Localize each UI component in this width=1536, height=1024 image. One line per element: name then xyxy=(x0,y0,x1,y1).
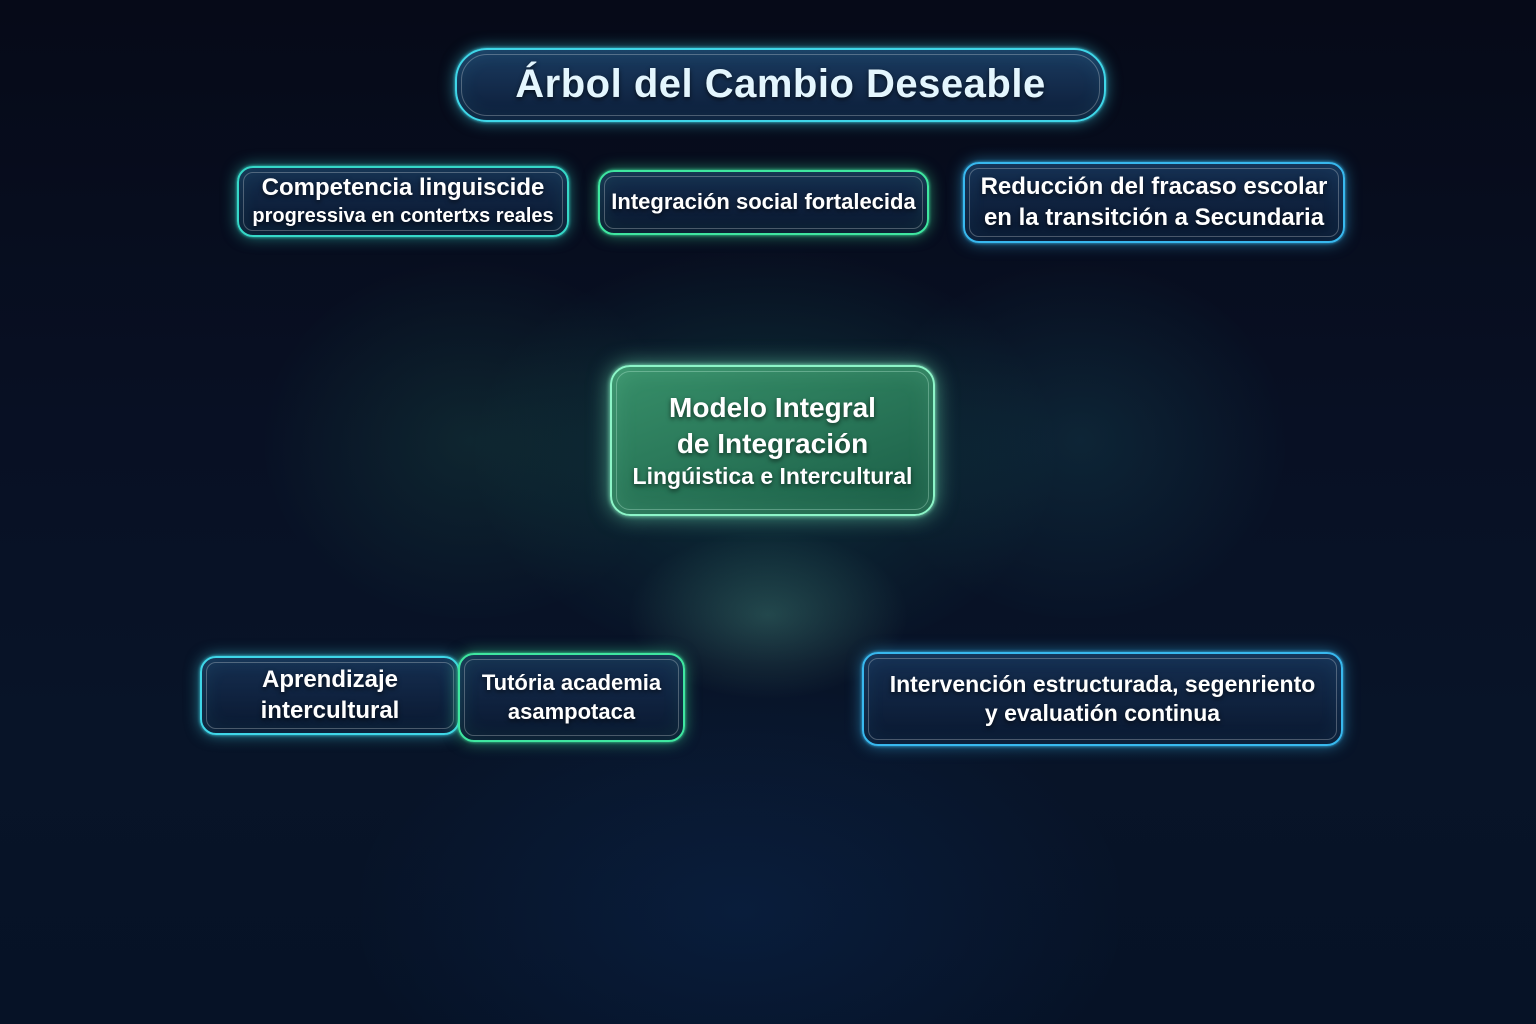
strategy-line: asampotaca xyxy=(507,698,636,724)
strategy-box-intervencion: Intervención estructurada, segenriento y… xyxy=(862,652,1343,746)
core-line: Modelo Integral xyxy=(669,391,876,423)
strategy-line: Tutória academia xyxy=(481,670,662,696)
title-text: Árbol del Cambio Deseable xyxy=(515,62,1046,107)
outcome-line: Competencia linguiscide xyxy=(261,174,545,202)
outcome-box-integracion: Integración social fortalecida xyxy=(598,170,929,235)
outcome-box-reduccion: Reducción del fracaso escolar en la tran… xyxy=(963,162,1345,243)
page-title: Árbol del Cambio Deseable xyxy=(455,48,1106,122)
outcome-box-competencia: Competencia linguiscide progressiva en c… xyxy=(237,166,569,237)
strategy-line: Aprendizaje xyxy=(261,665,399,693)
strategy-box-tutoria: Tutória academia asampotaca xyxy=(458,653,685,742)
strategy-line: Intervención estructurada, segenriento xyxy=(889,670,1316,697)
outcome-line: Integración social fortalecida xyxy=(611,189,916,215)
core-line: Lingúistica e Intercultural xyxy=(632,462,913,489)
outcome-line: en la transitción a Secundaria xyxy=(983,203,1325,231)
outcome-line: progressiva en contertxs reales xyxy=(252,205,554,228)
strategy-line: y evaluatión continua xyxy=(984,700,1221,726)
core-model-box: Modelo Integral de Integración Lingúisti… xyxy=(610,365,935,516)
core-line: de Integración xyxy=(676,427,869,459)
strategy-box-aprendizaje: Aprendizaje intercultural xyxy=(200,656,460,735)
outcome-line: Reducción del fracaso escolar xyxy=(980,172,1328,200)
strategy-line: intercultural xyxy=(260,696,400,724)
